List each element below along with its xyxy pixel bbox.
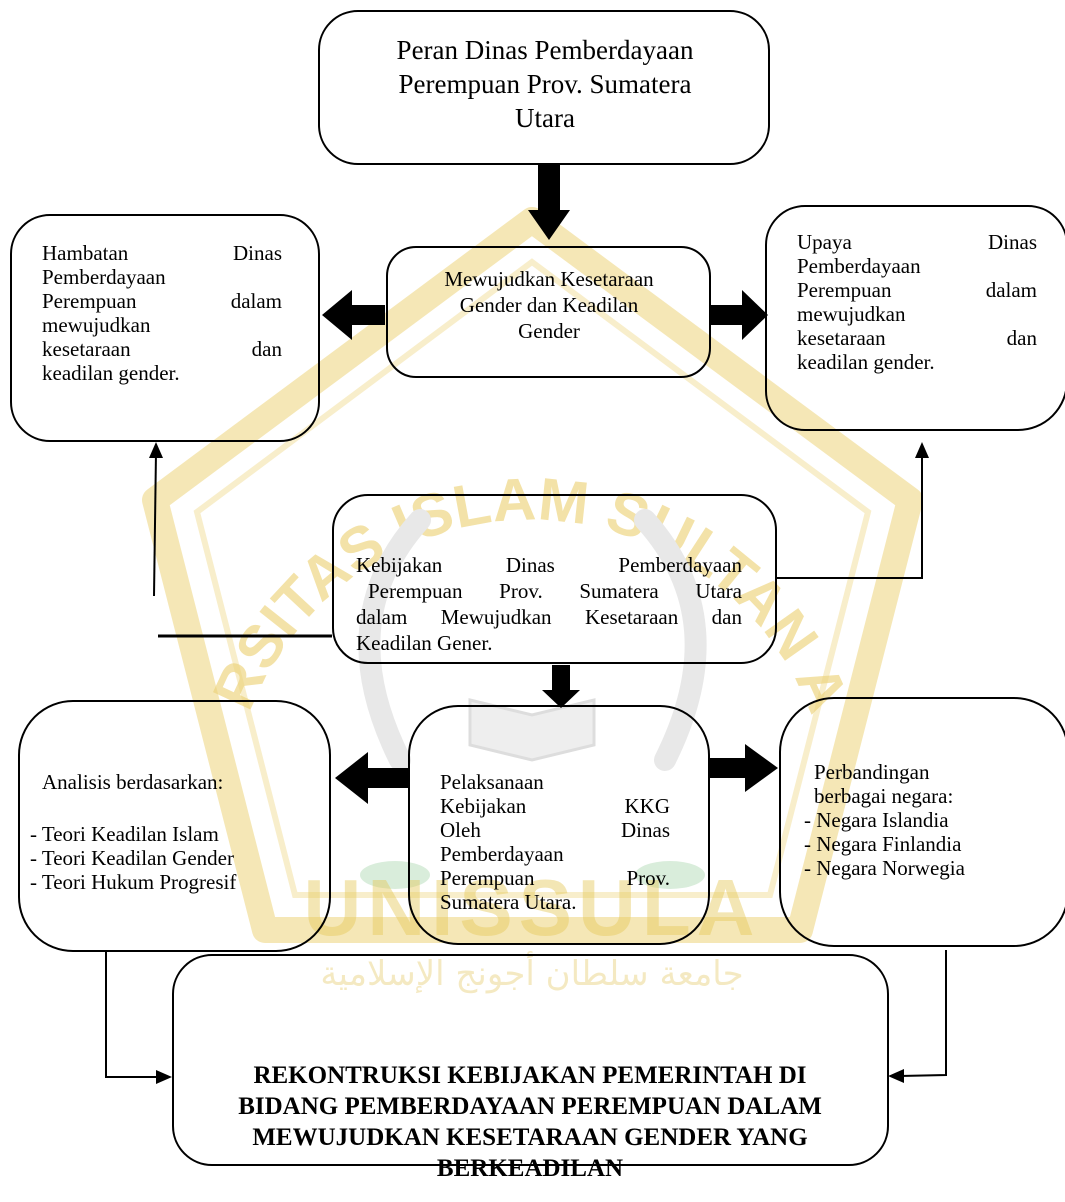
- analisis-item-1: - Teori Keadilan Islam: [30, 822, 219, 846]
- seal-pentagon-inner: [193, 258, 872, 898]
- upaya-line-2: Pemberdayaan: [797, 254, 921, 278]
- center-line-3: Gender: [518, 319, 580, 343]
- perbandingan-item-1: - Negara Islandia: [804, 808, 949, 832]
- node-hambatan-box: [10, 214, 320, 442]
- arrowhead-result-right: [888, 1069, 904, 1083]
- result-line-2: BIDANG PEMBERDAYAAN PEREMPUAN DALAM: [238, 1093, 822, 1120]
- result-line-3: MEWUJUDKAN KESETARAAN GENDER YANG: [252, 1124, 808, 1151]
- seal-leaf-right: [635, 861, 705, 889]
- arrow-down-top-to-center: [528, 165, 570, 240]
- node-analisis-box: [18, 700, 331, 952]
- center-line-1: Mewujudkan Kesetaraan: [444, 267, 654, 291]
- pelaksanaan-line-1: Pelaksanaan: [440, 770, 544, 794]
- result-line-1: REKONTRUKSI KEBIJAKAN PEMERINTAH DI: [253, 1062, 807, 1089]
- node-result-text: REKONTRUKSI KEBIJAKAN PEMERINTAH DI BIDA…: [150, 1060, 910, 1184]
- node-kebijakan-box: [332, 494, 777, 664]
- result-line-4: BERKEADILAN: [436, 1155, 624, 1182]
- arrowhead-upaya: [915, 442, 929, 458]
- seal-arabic-text: جامعة سلطان أجونج الإسلامية: [320, 951, 743, 994]
- analisis-item-3: - Teori Hukum Progresif: [30, 870, 237, 894]
- arrowhead-hambatan: [149, 442, 163, 458]
- hambatan-line-4: mewujudkan: [42, 313, 151, 337]
- node-perbandingan-box: [779, 697, 1065, 947]
- arrowhead-result-left: [156, 1070, 172, 1084]
- kebijakan-line-3: dalam Mewujudkan Kesetaraan dan: [356, 605, 742, 629]
- perbandingan-heading-2: berbagai negara:: [814, 784, 954, 808]
- node-peran-text: Peran Dinas Pemberdayaan Perempuan Prov.…: [340, 33, 750, 135]
- node-upaya-box: [765, 205, 1065, 431]
- center-line-2: Gender dan Keadilan: [459, 293, 639, 317]
- open-book-icon: [468, 698, 596, 762]
- arrow-left-pelaksanaan-to-analisis: [335, 752, 408, 804]
- perbandingan-list: - Negara Islandia - Negara Finlandia - N…: [804, 808, 1044, 880]
- kebijakan-line-1: Kebijakan Dinas Pemberdayaan: [356, 553, 742, 577]
- pelaksanaan-line-3: Oleh Dinas: [440, 818, 670, 842]
- node-pelaksanaan-text: Pelaksanaan Kebijakan KKG Oleh Dinas Pem…: [440, 770, 670, 914]
- pelaksanaan-line-5: Perempuan Prov.: [440, 866, 670, 890]
- pelaksanaan-line-6: Sumatera Utara.: [440, 890, 577, 914]
- hambatan-line-6: keadilan gender.: [42, 361, 180, 385]
- upaya-line-3: Perempuan dalam: [797, 278, 1037, 302]
- hambatan-line-5: kesetaraan dan: [42, 337, 282, 361]
- line-hambatan-up: [153, 451, 157, 597]
- analisis-list: - Teori Keadilan Islam - Teori Keadilan …: [30, 822, 320, 894]
- perbandingan-item-3: - Negara Norwegia: [804, 856, 965, 880]
- hambatan-line-2: Pemberdayaan: [42, 265, 166, 289]
- peran-line-3: Utara: [515, 103, 575, 133]
- seal-pentagon: [142, 207, 923, 943]
- line-perbandingan-to-result: [899, 950, 947, 1077]
- arrow-right-center-to-upaya: [710, 290, 768, 340]
- node-analisis-text: Analisis berdasarkan: - Teori Keadilan I…: [30, 770, 320, 894]
- upaya-line-5: kesetaraan dan: [797, 326, 1037, 350]
- pelaksanaan-line-2: Kebijakan KKG: [440, 794, 670, 818]
- analisis-heading: Analisis berdasarkan:: [42, 770, 224, 794]
- hambatan-line-3: Perempuan dalam: [42, 289, 282, 313]
- hambatan-line-1: Hambatan Dinas: [42, 241, 282, 265]
- peran-line-2: Perempuan Prov. Sumatera: [398, 69, 692, 99]
- node-center-box: [386, 246, 711, 378]
- upaya-line-4: mewujudkan: [797, 302, 906, 326]
- node-hambatan-text: Hambatan Dinas Pemberdayaan Perempuan da…: [42, 241, 282, 385]
- arrow-down-kebijakan-to-pelaksanaan: [542, 665, 580, 708]
- node-result-box: [172, 954, 889, 1166]
- laurel-left-icon: [358, 509, 431, 771]
- node-upaya-text: Upaya Dinas Pemberdayaan Perempuan dalam…: [797, 230, 1037, 374]
- node-kebijakan-text: Kebijakan Dinas Pemberdayaan Perempuan P…: [356, 552, 742, 656]
- upaya-line-1: Upaya Dinas: [797, 230, 1037, 254]
- peran-line-1: Peran Dinas Pemberdayaan: [396, 35, 694, 65]
- kebijakan-line-4: Keadilan Gener.: [356, 631, 493, 655]
- node-pelaksanaan-box: [408, 705, 710, 945]
- kebijakan-line-2: Perempuan Prov. Sumatera Utara: [368, 579, 742, 603]
- perbandingan-heading-1: Perbandingan: [814, 760, 930, 784]
- line-kebijakan-to-upaya: [776, 455, 923, 579]
- node-perbandingan-text: Perbandingan berbagai negara: - Negara I…: [804, 760, 1044, 880]
- analisis-item-2: - Teori Keadilan Gender: [30, 846, 234, 870]
- perbandingan-item-2: - Negara Finlandia: [804, 832, 962, 856]
- pelaksanaan-line-4: Pemberdayaan: [440, 842, 564, 866]
- line-analisis-to-result: [105, 950, 160, 1078]
- seal-leaf-left: [360, 861, 430, 889]
- arrow-left-center-to-hambatan: [322, 290, 385, 340]
- node-peran-box: [318, 10, 770, 165]
- upaya-line-6: keadilan gender.: [797, 350, 935, 374]
- arrow-right-pelaksanaan-to-perbandingan: [708, 744, 778, 792]
- node-center-text: Mewujudkan Kesetaraan Gender dan Keadila…: [395, 266, 703, 344]
